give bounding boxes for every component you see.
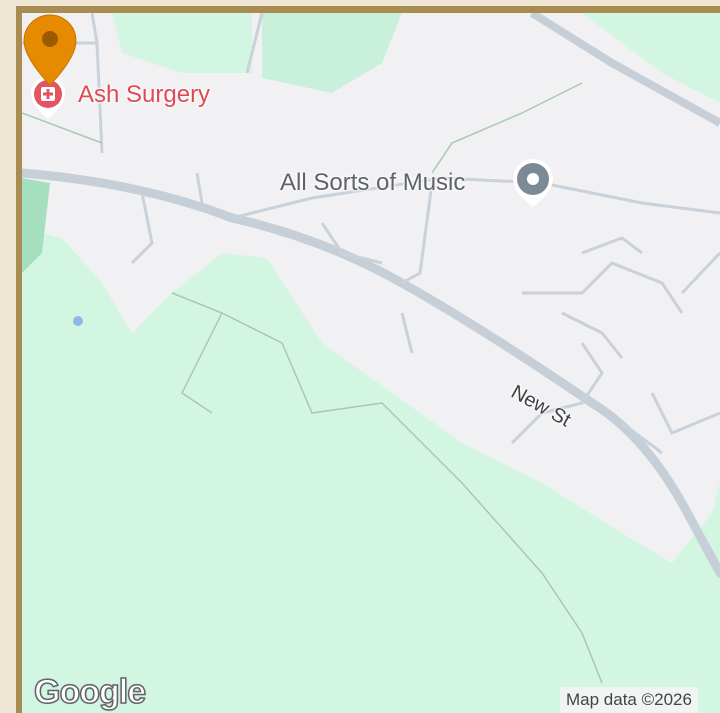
minor-road (650, 392, 720, 435)
map-base-layer (22, 13, 720, 684)
footpath (381, 402, 603, 684)
minor-road (401, 182, 434, 285)
main-road (22, 168, 720, 578)
minor-road (561, 311, 624, 359)
minor-road (581, 236, 643, 255)
minor-road (245, 13, 264, 74)
minor-road (195, 172, 204, 204)
location-marker-icon[interactable] (510, 157, 556, 209)
pond (73, 316, 83, 326)
poi-label-all-sorts-of-music[interactable]: All Sorts of Music (280, 169, 466, 196)
footpath (431, 82, 583, 174)
park-area (262, 13, 402, 93)
google-logo[interactable]: Google (33, 672, 147, 712)
minor-road (621, 421, 663, 455)
minor-road (320, 222, 383, 265)
minor-road (130, 192, 154, 265)
minor-road (231, 176, 720, 220)
footpath (171, 292, 224, 414)
map-attribution[interactable]: Map data ©2026 (560, 687, 698, 713)
poi-label-ash-surgery[interactable]: Ash Surgery (78, 81, 211, 108)
minor-road (90, 13, 99, 44)
minor-road (400, 312, 414, 354)
urban-area (22, 13, 720, 563)
minor-road (680, 251, 720, 295)
map-canvas[interactable]: Ash Surgery All Sorts of Music New St Go… (22, 13, 720, 713)
minor-road (510, 342, 604, 445)
park-strip (22, 178, 50, 273)
footpath (22, 112, 103, 144)
main-road-upper (529, 13, 720, 127)
minor-road (522, 261, 684, 314)
map-pin-icon[interactable] (22, 13, 78, 89)
hospital-icon[interactable] (28, 75, 68, 121)
footpath (221, 312, 383, 414)
park-area-small (112, 13, 252, 73)
